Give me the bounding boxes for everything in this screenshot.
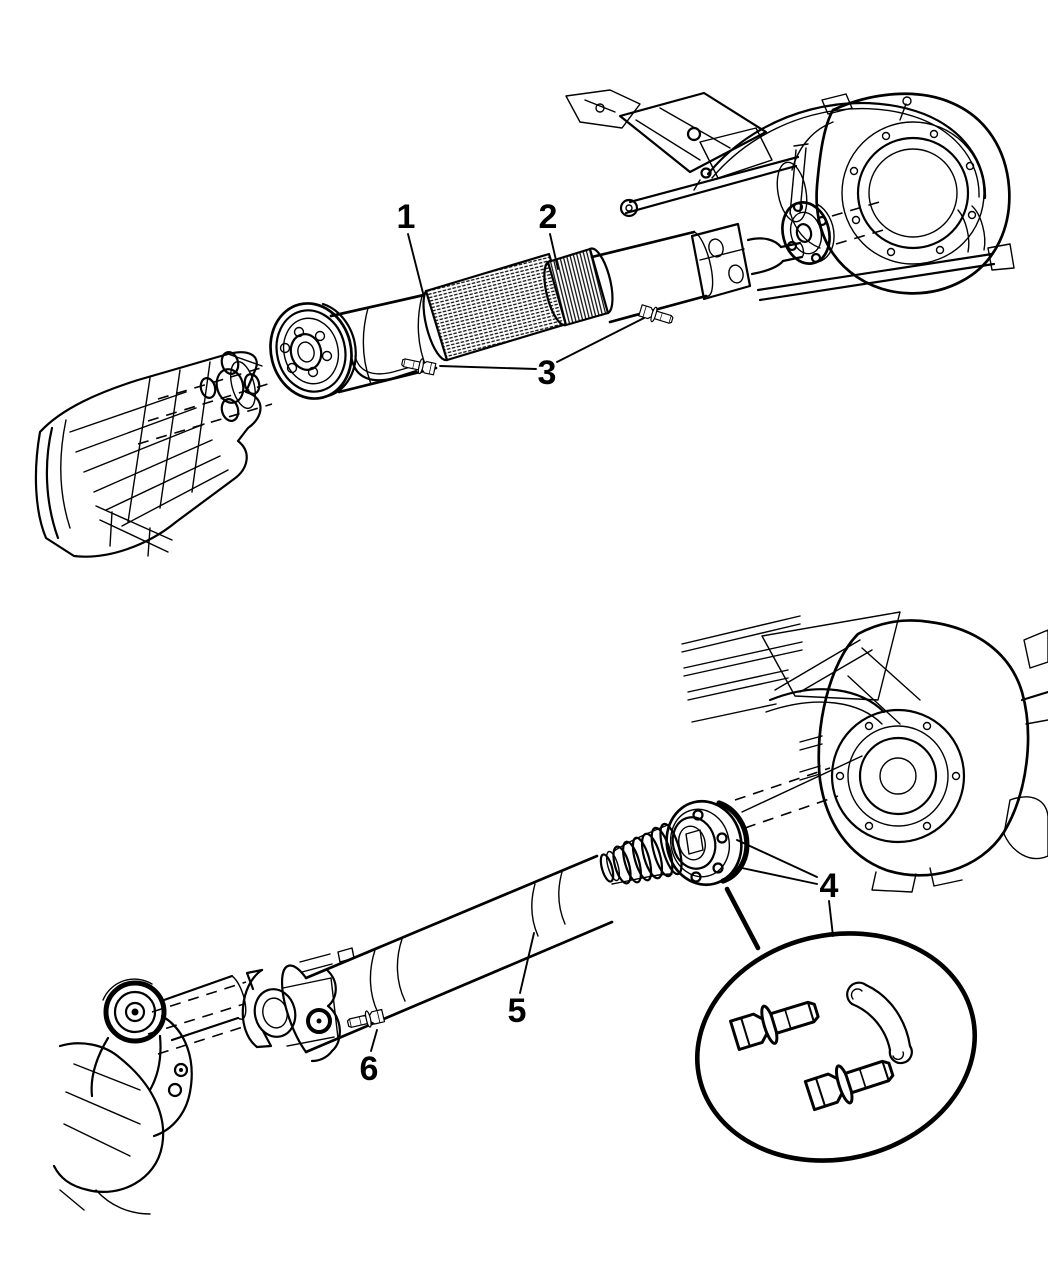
projection-line — [734, 767, 839, 829]
bushing-eye — [102, 978, 167, 1044]
callout-3-label: 3 — [538, 354, 557, 392]
upper-view: 1 2 3 — [34, 89, 1015, 558]
lower-control-arm — [756, 252, 996, 302]
front-axle-assembly — [52, 974, 247, 1215]
companion-flange — [665, 799, 750, 887]
callout-5-label: 5 — [508, 992, 527, 1030]
callout-6-label: 6 — [360, 1050, 379, 1088]
lower-view: 4 5 6 — [52, 611, 1048, 1215]
lower-callouts: 4 5 6 — [360, 839, 839, 1088]
strap-bracket — [350, 355, 418, 382]
rear-pinion-flange — [781, 201, 835, 265]
callout-4-leader — [828, 900, 834, 937]
callout-1-leader — [407, 233, 425, 298]
upper-callouts: 1 2 3 — [397, 198, 645, 392]
differential-housing — [776, 92, 1011, 295]
transfer-case-assembly — [681, 611, 1048, 893]
callout-4-leader — [741, 867, 818, 885]
projection-line — [137, 403, 273, 445]
balloon-pointer — [724, 886, 761, 951]
projection-line — [831, 199, 891, 245]
flex-coupling-disc — [269, 302, 357, 400]
callout-2-label: 2 — [539, 198, 558, 236]
rear-propeller-shaft — [269, 222, 805, 400]
detail-balloon — [694, 886, 978, 1163]
callout-4-leader — [736, 839, 818, 878]
callout-3-leader — [556, 317, 645, 363]
callout-5-leader — [519, 932, 535, 994]
transmission-output-yoke — [199, 351, 261, 422]
callout-6-leader — [370, 1029, 378, 1052]
shaft-tube — [590, 230, 708, 324]
callout-2-leader — [549, 233, 559, 270]
projection-line — [147, 981, 247, 1055]
projection-line — [147, 383, 269, 422]
u-joint-strap — [846, 981, 913, 1065]
callout-4-label: 4 — [820, 867, 839, 905]
cv-boot — [599, 822, 683, 885]
front-u-joint — [241, 947, 355, 1063]
transmission-assembly — [34, 351, 273, 558]
upper-control-arm — [619, 155, 800, 218]
callout-1-label: 1 — [397, 198, 416, 236]
rear-axle-assembly — [565, 89, 1015, 302]
callout-3-leader — [439, 365, 537, 370]
spline-ring — [543, 247, 614, 327]
rear-u-joint — [690, 222, 805, 301]
